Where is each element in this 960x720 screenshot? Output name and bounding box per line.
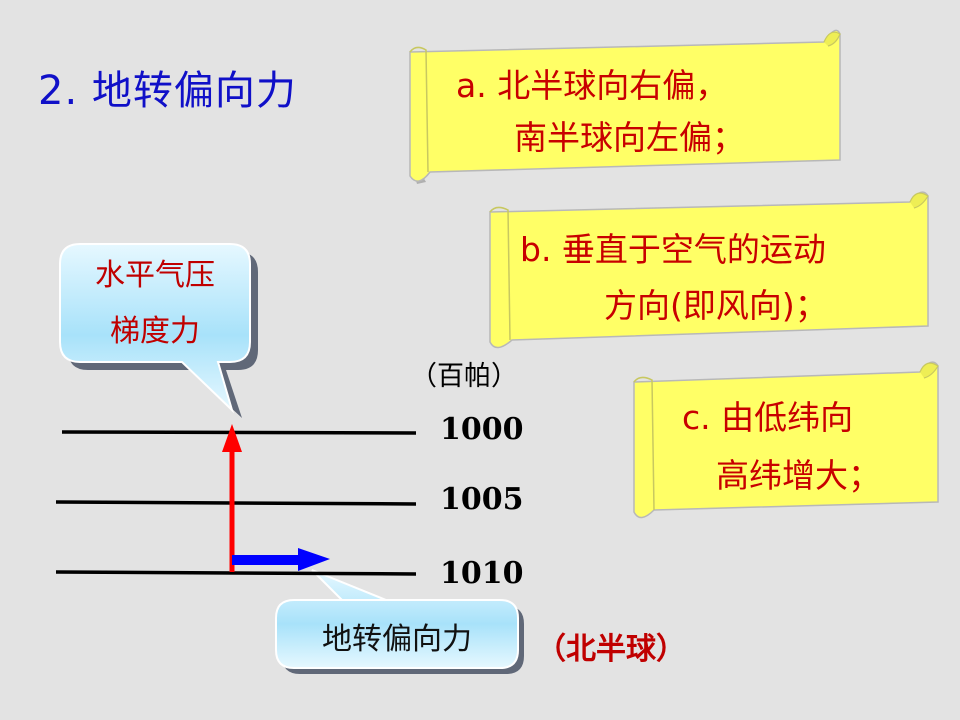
scroll-banner-b [489, 191, 929, 349]
isobar-label-1000: 1000 [440, 412, 524, 447]
coriolis-arrow [232, 548, 330, 571]
isobar-label-1010: 1010 [440, 556, 524, 591]
callout-coriolis [275, 569, 524, 674]
callout-pressure-gradient [59, 243, 258, 418]
hemisphere-note: （北半球） [536, 632, 686, 667]
callout-coriolis-label: 地转偏向力 [322, 622, 472, 657]
scroll-b-line2: 方向(即风向)； [604, 286, 828, 325]
scroll-c-line2: 高纬增大； [716, 456, 881, 495]
scroll-a-line2: 南半球向左偏； [514, 118, 745, 157]
pressure-gradient-arrow [222, 424, 242, 572]
isobar-1010 [55, 570, 417, 576]
scroll-b-line1: b. 垂直于空气的运动 [520, 230, 826, 269]
page-title: 2. 地转偏向力 [38, 68, 297, 114]
isobar-1000 [61, 430, 417, 435]
scroll-banner-c [633, 361, 939, 519]
isobar-1005 [55, 500, 417, 506]
callout-pressure-line1: 水平气压 [95, 258, 215, 293]
isobar-label-1005: 1005 [440, 482, 524, 517]
callout-pressure-line2: 梯度力 [110, 314, 200, 349]
scroll-c-line1: c. 由低纬向 [682, 398, 854, 437]
pressure-unit: （百帕） [410, 361, 518, 392]
scroll-a-line1: a. 北半球向右偏， [456, 66, 729, 105]
scroll-banner-a [409, 29, 841, 184]
